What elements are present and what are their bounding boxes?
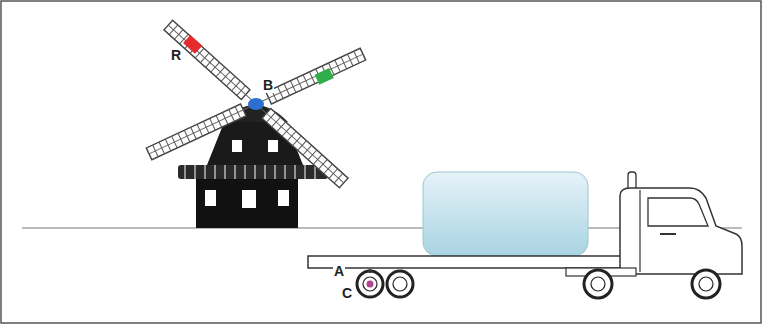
wheel-center-c [367,281,374,288]
cab [620,188,742,274]
hub-point-b [248,98,264,110]
tank [423,172,588,256]
wheels [357,270,720,298]
windmill-blades [146,20,365,188]
wheel-top-a [368,269,372,273]
point-label: R [170,48,182,63]
blade-arm [146,98,258,160]
blade-arm [253,48,365,110]
point-label: C [341,286,353,301]
blade-arm [252,99,348,188]
blade-arm [164,20,260,109]
flatbed [308,256,630,268]
red-marker [183,35,202,54]
point-label: B [262,78,274,93]
point-label: A [333,264,345,279]
truck [308,172,742,298]
cab-window [648,198,708,226]
green-marker [315,68,334,85]
